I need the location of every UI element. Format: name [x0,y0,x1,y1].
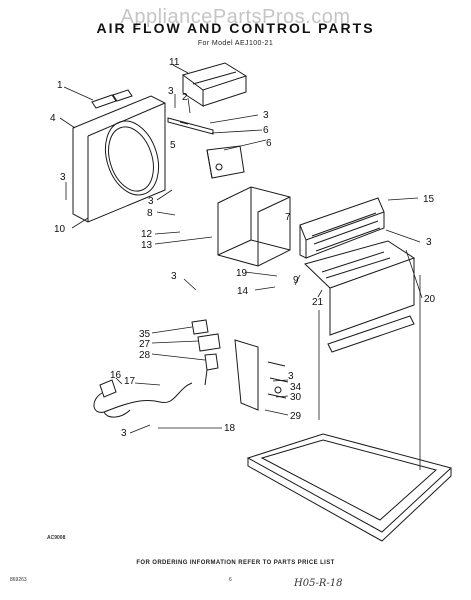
part-base-pan [246,433,453,542]
callout-2: 2 [182,92,188,103]
callout-30: 30 [290,392,302,403]
part-control-box [217,186,291,267]
part-grille [299,197,385,259]
part-bracket [167,117,214,135]
ordering-note: FOR ORDERING INFORMATION REFER TO PARTS … [136,560,335,566]
callout-14: 14 [237,286,249,297]
watermark: AppliancePartsPros.com [120,6,351,28]
callout-15: 15 [423,194,435,205]
callout-3c: 3 [60,172,66,183]
part-relay [206,145,245,179]
callout-4: 4 [50,113,56,124]
callout-3h: 3 [121,428,127,439]
callout-28: 28 [139,350,151,361]
callout-7: 7 [285,212,291,223]
callout-21: 21 [312,297,324,308]
handwritten-note: H05-R-18 [294,578,343,589]
callout-3e: 3 [426,237,432,248]
callout-11: 11 [169,57,180,68]
callout-8: 8 [147,208,153,219]
part-top-cover [181,62,248,107]
callout-18: 18 [224,423,236,434]
illustration-code: AC9008 [47,535,66,541]
callout-3b: 3 [263,110,269,121]
part-switches [191,319,221,386]
callout-34: 34 [290,382,302,393]
page-number: 6 [229,577,232,583]
callout-10: 10 [54,224,66,235]
part-power-cord [93,379,193,418]
callout-3d: 3 [148,196,154,207]
callout-3g: 3 [288,371,294,382]
callout-9: 9 [293,275,299,286]
callout-5: 5 [170,140,176,151]
callout-1: 1 [57,80,63,91]
callout-17: 17 [124,376,136,387]
model-subtitle: For Model AEJ100-21 [197,40,274,47]
part-thermostat-bracket [234,339,289,411]
document-code: 869263 [10,577,27,583]
callout-12: 12 [141,229,153,240]
callout-35: 35 [139,329,151,340]
callout-3a: 3 [168,86,174,97]
part-air-duct [304,240,416,353]
part-front-shroud [72,95,166,223]
callout-19: 19 [236,268,248,279]
callout-6: 6 [263,125,269,136]
callout-16: 16 [110,370,122,381]
callout-29: 29 [290,411,302,422]
callout-27: 27 [139,339,151,350]
callout-3f: 3 [171,271,177,282]
leader-lines [59,64,423,470]
part-filter-strip [91,89,133,109]
page-title: AIR FLOW AND CONTROL PARTS [96,20,375,36]
callout-6b: 6 [266,138,272,149]
callout-13: 13 [141,240,153,251]
callout-20: 20 [424,294,436,305]
